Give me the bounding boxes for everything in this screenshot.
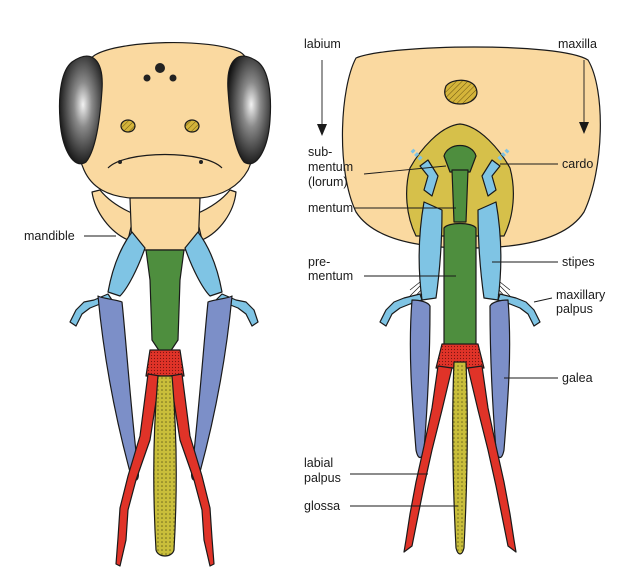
front-ocellus-right xyxy=(169,74,177,82)
submentum-label-line3: (lorum) xyxy=(308,175,348,189)
front-antenna-socket-left xyxy=(120,119,136,133)
front-mentum xyxy=(145,249,185,353)
labial-palpus-label-line2: palpus xyxy=(304,471,341,485)
arrow-down-icon xyxy=(579,60,589,134)
maxillary-palpus-label-line1: maxillary xyxy=(556,288,606,302)
back-glossa xyxy=(452,361,468,555)
submentum-label-line1: sub- xyxy=(308,145,332,159)
front-view: mandible xyxy=(24,41,272,567)
submentum-label-line2: mentum xyxy=(308,160,353,174)
stipes-label: stipes xyxy=(562,255,595,269)
glossa-label: glossa xyxy=(304,499,340,513)
back-mentum xyxy=(451,169,469,223)
front-ocellus-top xyxy=(155,63,165,73)
back-cardo-right-tip xyxy=(496,148,510,162)
back-stipes-left xyxy=(418,201,443,301)
front-labial-palpus-right xyxy=(169,373,215,567)
back-prementum xyxy=(443,222,477,347)
arrow-down-icon xyxy=(317,60,327,136)
labium-label: labium xyxy=(304,37,341,51)
maxillary-palpus-label-line2: palpus xyxy=(556,302,593,316)
front-eye-right xyxy=(227,55,272,165)
front-labial-palpus-left xyxy=(115,373,161,567)
front-antenna-socket-right xyxy=(184,119,200,133)
submentum-leader xyxy=(363,165,447,175)
front-prementum-base xyxy=(145,349,185,377)
back-cardo-right xyxy=(481,159,501,197)
front-ocellus-left xyxy=(143,74,151,82)
front-clypeus xyxy=(107,153,223,169)
posterior-view: labium maxilla sub- mentum (lorum) mentu… xyxy=(304,37,606,555)
front-galea-right xyxy=(191,295,233,481)
prementum-label-line2: mentum xyxy=(308,269,353,283)
back-cardo-left-tip xyxy=(410,148,424,162)
galea-label: galea xyxy=(562,371,593,385)
maxilla-label: maxilla xyxy=(558,37,597,51)
front-stipes-right xyxy=(184,231,223,297)
labial-palpus-label-line1: labial xyxy=(304,456,333,470)
front-glossa xyxy=(153,375,177,557)
front-eye-left xyxy=(58,55,103,165)
maxillary-palpus-leader xyxy=(533,297,553,303)
cardo-label: cardo xyxy=(562,157,593,171)
back-cardo-left xyxy=(419,159,439,197)
back-submentum xyxy=(443,144,477,173)
back-labial-palpus-right xyxy=(467,365,517,553)
mandible-label: mandible xyxy=(24,229,75,243)
prementum-label-line1: pre- xyxy=(308,255,330,269)
front-pit-right xyxy=(199,160,203,164)
front-pit-left xyxy=(118,160,122,164)
back-labial-palpus-left xyxy=(403,365,453,553)
mentum-label: mentum xyxy=(308,201,353,215)
back-prementum-base xyxy=(435,343,485,369)
front-galea-left xyxy=(97,295,139,481)
back-foramen xyxy=(444,79,478,105)
back-stipes-right xyxy=(477,201,502,301)
front-stipes-left xyxy=(107,231,146,297)
